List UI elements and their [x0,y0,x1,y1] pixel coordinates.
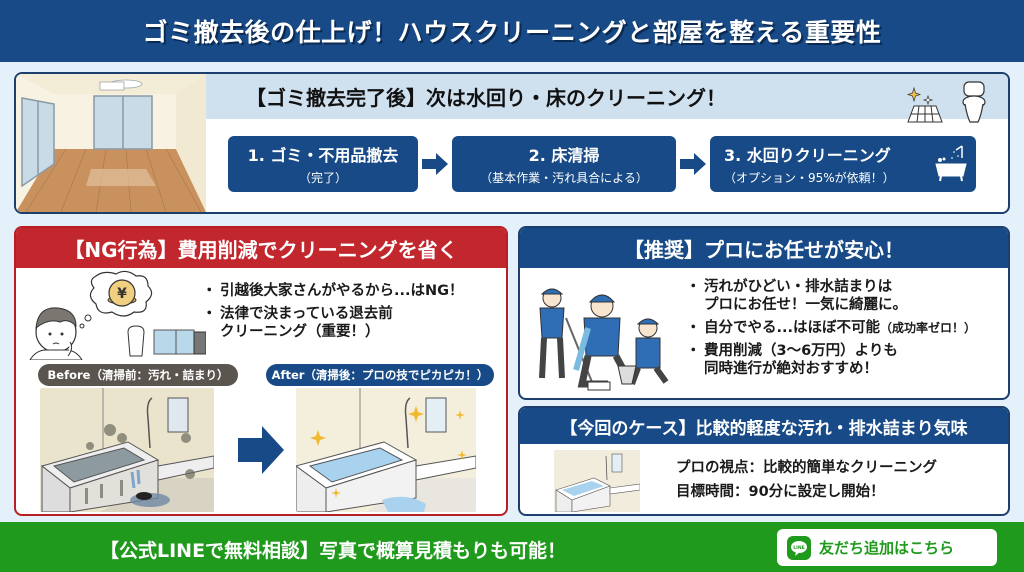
case-heading: 【今回のケース】比較的軽度な汚れ・排水詰まり気味 [520,408,1008,444]
section-heading: 【ゴミ撤去完了後】次は水回り・床のクリーニング！ [206,74,1008,119]
bullet-item: 費用削減（3〜6万円）よりも 同時進行が絶対おすすめ！ [686,342,976,378]
step-3-water-area-cleaning: 3. 水回りクリーニング （オプション・95%が依頼！） [710,136,976,192]
line-logo-icon: LINE [787,535,811,560]
before-bathroom-image [40,388,214,512]
add-friend-button[interactable]: LINE 友だち追加はこちら [777,529,997,566]
bullet-item-continued: クリーニング（重要！） [220,324,380,340]
bullet-item: 汚れがひどい・排水詰まりは プロにお任せ！一気に綺麗に。 [686,278,976,314]
sparkle-floor-icon [906,86,943,123]
after-bathroom-image [296,388,476,512]
ng-section: 【NG行為】費用削減でクリーニングを省く ¥ 引越後大家さんがやるから...はN… [14,226,508,516]
line-consultation-banner: 【公式LINEで無料相談】写真で概算見積もりも可能！ LINE 友だち追加はこち… [0,522,1024,572]
bullet-item: 法律で決まっている退去前 [202,305,464,323]
empty-room-illustration [16,74,206,212]
ng-bullet-list: 引越後大家さんがやるから...はNG！ 法律で決まっている退去前 クリーニング（… [202,282,464,346]
bullet-item: 引越後大家さんがやるから...はNG！ [202,282,464,300]
ng-heading: 【NG行為】費用削減でクリーニングを省く [16,228,506,268]
step-1-removal: 1. ゴミ・不用品撤去 （完了） [228,136,418,192]
pro-view-text: プロの視点：比較的簡単なクリーニング [676,460,937,476]
recommend-section: 【推奨】プロにお任せが安心！ 汚れがひどい・排水詰まりは プロにお任せ！一気に綺… [518,226,1010,400]
toilet-icon [962,81,986,123]
svg-text:¥: ¥ [117,286,127,302]
step-2-floor-cleaning: 2. 床清掃 （基本作業・汚れ具合による） [452,136,676,192]
after-label: After（清掃後：プロの技でピカピカ！） [266,364,494,386]
arrow-right-icon [676,136,710,192]
small-bathroom-image [554,450,640,512]
recommend-heading: 【推奨】プロにお任せが安心！ [520,228,1008,268]
post-removal-section: 【ゴミ撤去完了後】次は水回り・床のクリーニング！ 1. ゴミ・不用品撤去 （完了… [14,72,1010,214]
before-label: Before（清掃前：汚れ・詰まり） [38,364,238,386]
target-time-text: 目標時間：90分に設定し開始！ [676,484,885,500]
footer-cta-text: 【公式LINEで無料相談】写真で概算見積もりも可能！ [100,540,567,562]
recommend-bullet-list: 汚れがひどい・排水詰まりは プロにお任せ！一気に綺麗に。 自分でやる...はほぼ… [686,278,976,383]
arrow-right-icon [418,136,452,192]
worried-person-illustration: ¥ [29,270,206,360]
page-title: ゴミ撤去後の仕上げ！ハウスクリーニングと部屋を整える重要性 [0,0,1024,62]
cleaning-staff-illustration [539,288,669,391]
current-case-section: 【今回のケース】比較的軽度な汚れ・排水詰まり気味 プロの視点：比較的簡単なクリー… [518,406,1010,516]
bathtub-shower-icon [935,145,967,182]
bullet-item: 自分でやる...はほぼ不可能（成功率ゼロ！） [686,319,976,337]
svg-text:LINE: LINE [793,545,804,551]
arrow-right-icon [238,426,284,478]
